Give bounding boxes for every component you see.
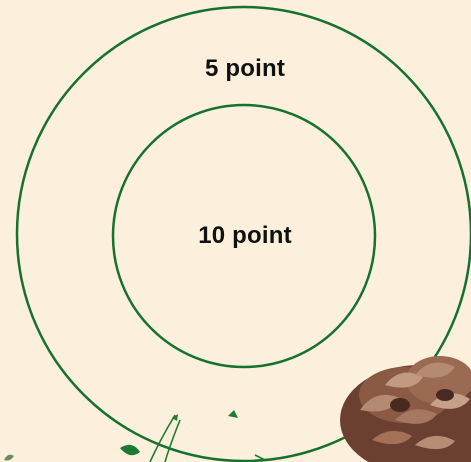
pine-cone-decoration	[340, 356, 471, 462]
outer-ring-5-point[interactable]	[15, 5, 471, 462]
vine-sprig-decoration	[120, 410, 266, 462]
outer-ring-label: 5 point	[204, 55, 286, 82]
inner-ring-10-point[interactable]	[111, 103, 377, 369]
inner-ring-label: 10 point	[198, 222, 292, 249]
leaf-icon	[4, 454, 14, 461]
